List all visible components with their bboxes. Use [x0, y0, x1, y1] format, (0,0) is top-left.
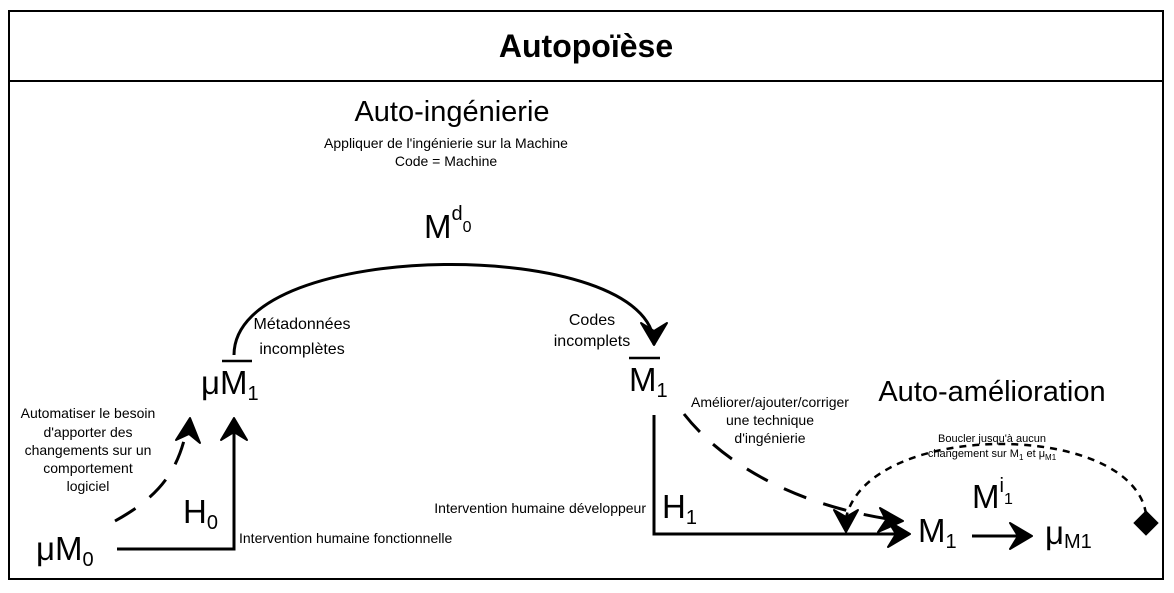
- h0-label: H0: [183, 493, 218, 534]
- edge-automatiser-arrowhead: [175, 417, 201, 444]
- edge-h1: [652, 415, 908, 536]
- edge-h1-arrowhead: [887, 520, 911, 548]
- automatiser-line3: changements sur un: [25, 442, 152, 458]
- intervention-developpeur: Intervention humaine développeur: [434, 500, 646, 516]
- auto-amelioration-heading: Auto-amélioration: [878, 376, 1105, 408]
- node-m1-bar: M1: [629, 361, 668, 402]
- auto-ingenierie-desc-line2: Code = Machine: [395, 153, 498, 169]
- metadonnees-line2: incomplètes: [259, 341, 344, 358]
- edge-h0-arrowhead: [220, 417, 248, 441]
- mi1-label: Mi1: [972, 475, 1013, 515]
- automatiser-line2: d'apporter des: [43, 424, 132, 440]
- node-mu-m0: μM0: [36, 530, 94, 571]
- diagram-frame: Autopoïèse: [8, 10, 1164, 580]
- diagram-title: Autopoïèse: [498, 27, 674, 64]
- h1-label: H1: [662, 488, 697, 529]
- metadonnees-line1: Métadonnées: [254, 316, 351, 333]
- loop-diamond-icon: [1133, 510, 1159, 536]
- loop-label-line1: Boucler jusqu'à aucun: [938, 433, 1046, 445]
- ameliorer-line2: une technique: [726, 412, 814, 428]
- automatiser-line4: comportement: [43, 460, 133, 476]
- auto-ingenierie-heading: Auto-ingénierie: [354, 96, 549, 128]
- edge-ameliorer: [682, 413, 896, 522]
- ameliorer-line3: d'ingénierie: [734, 430, 805, 446]
- edge-ameliorer-arrowhead: [877, 507, 904, 533]
- edge-loop: [844, 442, 1148, 519]
- node-mu-m1-bar: μM1: [201, 364, 259, 405]
- node-mu-m1: μM1: [1045, 514, 1092, 553]
- intervention-fonctionnelle: Intervention humaine fonctionnelle: [239, 530, 452, 546]
- edge-automatiser: [114, 421, 190, 523]
- arc-md0: [232, 263, 656, 356]
- codes-line2: incomplets: [554, 333, 630, 350]
- md0-label: Md0: [424, 203, 472, 245]
- edge-h0: [117, 420, 236, 551]
- auto-ingenierie-desc-line1: Appliquer de l'ingénierie sur la Machine: [324, 135, 568, 151]
- ameliorer-line1: Améliorer/ajouter/corriger: [691, 394, 849, 410]
- edge-loop-arrowhead: [833, 509, 859, 533]
- loop-label-line2: changement sur M1 et μM1: [928, 448, 1057, 462]
- title-bar: Autopoïèse: [10, 12, 1162, 82]
- edge-mi1-arrowhead: [1009, 522, 1033, 550]
- node-m1: M1: [918, 512, 957, 553]
- arc-md0-arrowhead: [640, 322, 668, 346]
- automatiser-line5: logiciel: [67, 478, 110, 494]
- automatiser-line1: Automatiser le besoin: [21, 405, 156, 421]
- codes-line1: Codes: [569, 312, 615, 329]
